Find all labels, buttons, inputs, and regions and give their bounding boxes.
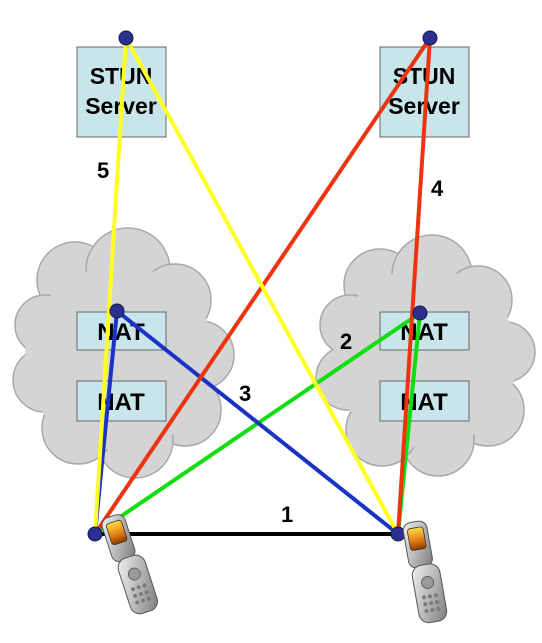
nat-right-bottom: NAT: [379, 380, 470, 422]
left-cloud: [12, 227, 235, 479]
path-label-1: 1: [281, 502, 293, 527]
endpoint-node-icon: [109, 303, 125, 319]
path-label-3: 3: [239, 381, 251, 406]
endpoint-node-icon: [422, 30, 438, 46]
nat-right-top-label: NAT: [400, 319, 448, 346]
path-5-yellow-left: [93, 36, 128, 536]
path-3-blue: [115, 309, 400, 536]
endpoint-node-icon: [87, 526, 103, 542]
mobile-phone-icon: [101, 514, 158, 615]
endpoint-node-icon: [118, 30, 134, 46]
nat-left-bottom: NAT: [76, 380, 167, 422]
path-label-5: 5: [97, 158, 109, 183]
path-5-yellow-right: [124, 36, 400, 536]
right-cloud: [315, 234, 536, 477]
path-label-4: 4: [431, 176, 444, 201]
nat-left-top-label: NAT: [97, 319, 145, 346]
endpoint-node-icon: [412, 305, 428, 321]
path-label-2: 2: [340, 329, 352, 354]
path-4-red-right: [396, 36, 432, 536]
nat-left-top: NAT: [76, 311, 167, 351]
mobile-phone-icon: [402, 520, 448, 624]
